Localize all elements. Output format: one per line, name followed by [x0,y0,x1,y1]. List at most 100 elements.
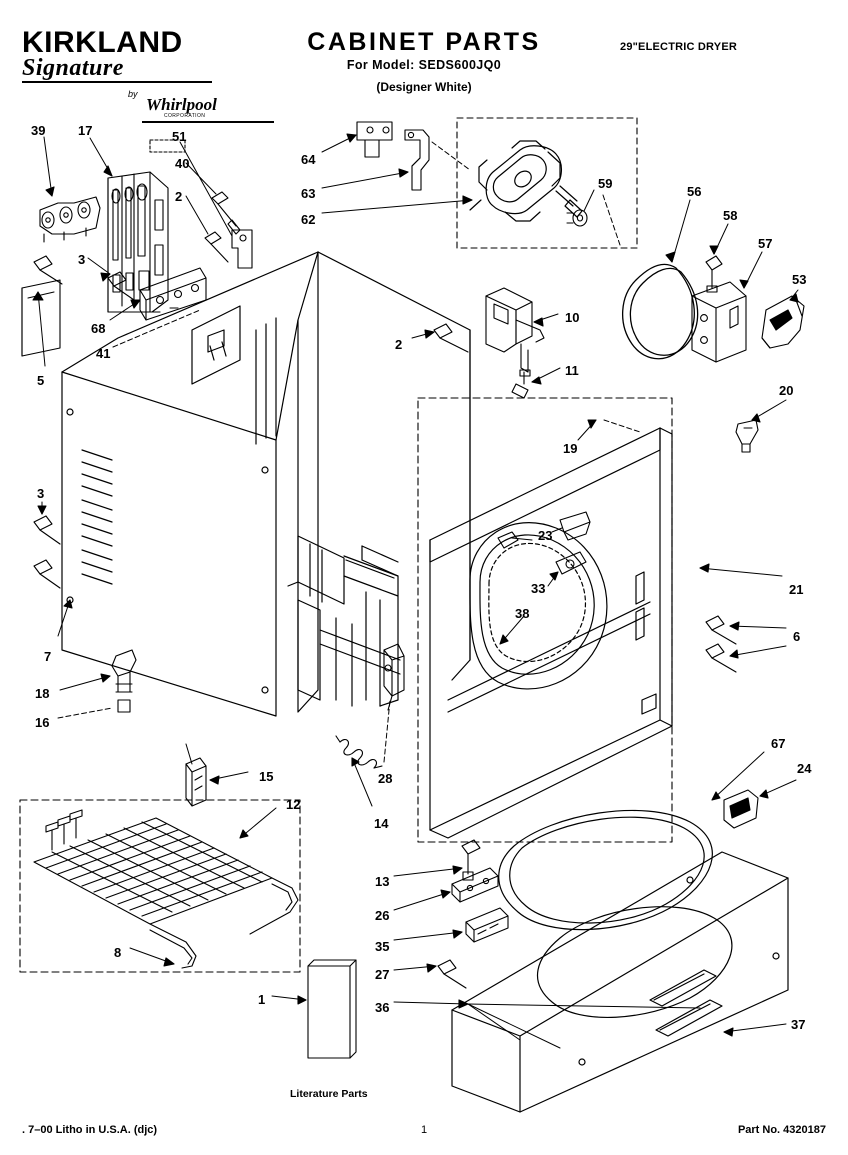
leader-36d [468,1004,700,1008]
literature-1 [308,960,356,1058]
leader-19-arrow [588,420,596,428]
leader-40 [186,163,216,194]
screw-40 [212,192,240,234]
callout-number: 7 [44,649,52,664]
strike-33 [556,552,586,574]
leader-1-arrow [298,996,306,1004]
leader-37 [724,1024,786,1032]
color-variant: (Designer White) [376,80,472,94]
leader-20-arrow [752,414,760,422]
leader-64-arrow [347,134,356,142]
leader-6a-arrow [730,622,739,630]
leader-37-arrow [724,1028,733,1036]
motor-bracket-63 [405,130,429,190]
callout-number: 23 [538,528,553,543]
switch-group-39 [40,197,100,242]
screw-27 [438,960,466,988]
callout-number: 20 [779,383,794,398]
leader-3-upper [88,258,110,274]
leader-38-arrow [500,635,508,644]
brand-name-secondary: Signature [22,55,124,81]
callout-number: 37 [791,1017,806,1032]
callout-number: 14 [374,816,389,831]
screw-13 [462,840,480,880]
leader-15-arrow [210,776,219,784]
leader-19-dash [604,420,640,432]
leader-35-arrow [453,930,462,938]
screw-3-upper [108,272,134,300]
idler-bracket-57 [692,282,746,362]
callout-number: 8 [114,945,122,960]
front-panel-21 [430,428,672,838]
callout-number: 15 [259,769,274,784]
callout-number: 51 [172,129,187,144]
access-cover-5 [22,280,60,356]
leader-26-arrow [441,890,450,898]
bracket-35 [466,908,508,942]
footer-litho: . 7–00 Litho in U.S.A. (djc) [22,1124,158,1136]
leader-39-arrow [46,187,54,196]
leader-5 [38,292,45,366]
brand-logo: KIRKLAND Signature by Whirlpool CORPORAT… [22,28,274,123]
leader-59b [603,195,620,245]
callout-number: 58 [723,208,738,223]
leader-7-arrow [64,600,72,608]
clip-15 [186,758,206,806]
callout-number: 19 [563,441,578,456]
leader-6b-arrow [730,650,738,658]
screw-11 [512,370,530,398]
leader-39 [44,137,52,196]
leader-63-arrow [399,169,408,177]
callout-number: 26 [375,908,390,923]
callout-number: 12 [286,797,301,812]
brand-divider [22,81,212,83]
callout-number: 6 [793,629,801,644]
callout-number: 17 [78,123,93,138]
callout-number: 41 [96,346,111,361]
leader-63 [322,172,408,188]
callout-number: 3 [37,486,45,501]
leader-21 [700,568,782,576]
leader-41 [113,310,200,347]
motor-clamp-59 [567,210,587,226]
door-catch-24 [724,790,758,828]
leveling-glide-20 [736,420,758,452]
brand-by-label: by [128,89,138,99]
leader-62 [322,200,472,213]
callout-number: 38 [515,606,530,621]
callout-number: 27 [375,967,390,982]
literature-parts-caption: Literature Parts [290,1088,368,1100]
callout-number: 28 [378,771,393,786]
leader-14 [352,758,372,806]
callout-number: 59 [598,176,613,191]
motor-bracket-64 [357,122,392,157]
callout-number: 1 [258,992,266,1007]
callout-number: 40 [175,156,190,171]
leader-18-arrow [101,674,110,682]
leader-24-arrow [760,790,768,798]
leader-5-arrow [33,292,43,300]
leader-57-arrow [740,280,748,288]
leader-21-arrow [700,564,709,572]
leader-16 [58,708,112,718]
idler-pulley-53 [762,296,804,348]
callout-number: 21 [789,582,804,597]
cabinet-shell [62,252,470,716]
bottom-panel-37 [452,810,788,1112]
leader-67-arrow [712,792,720,800]
leader-15b [186,744,192,764]
leader-6b [730,646,786,656]
screws-3-lower [34,516,60,588]
spring-28 [336,736,382,768]
page-title: CABINET PARTS [307,28,541,56]
leader-59 [584,190,594,211]
leader-3-lower-arrow [38,506,46,514]
leader-3-arrow-upper [101,273,110,281]
leader-6a [730,626,786,628]
leader-2-left [186,196,208,234]
leader-8-arrow [164,958,174,966]
appliance-type: 29"ELECTRIC DRYER [620,41,738,53]
callout-number: 63 [301,186,316,201]
